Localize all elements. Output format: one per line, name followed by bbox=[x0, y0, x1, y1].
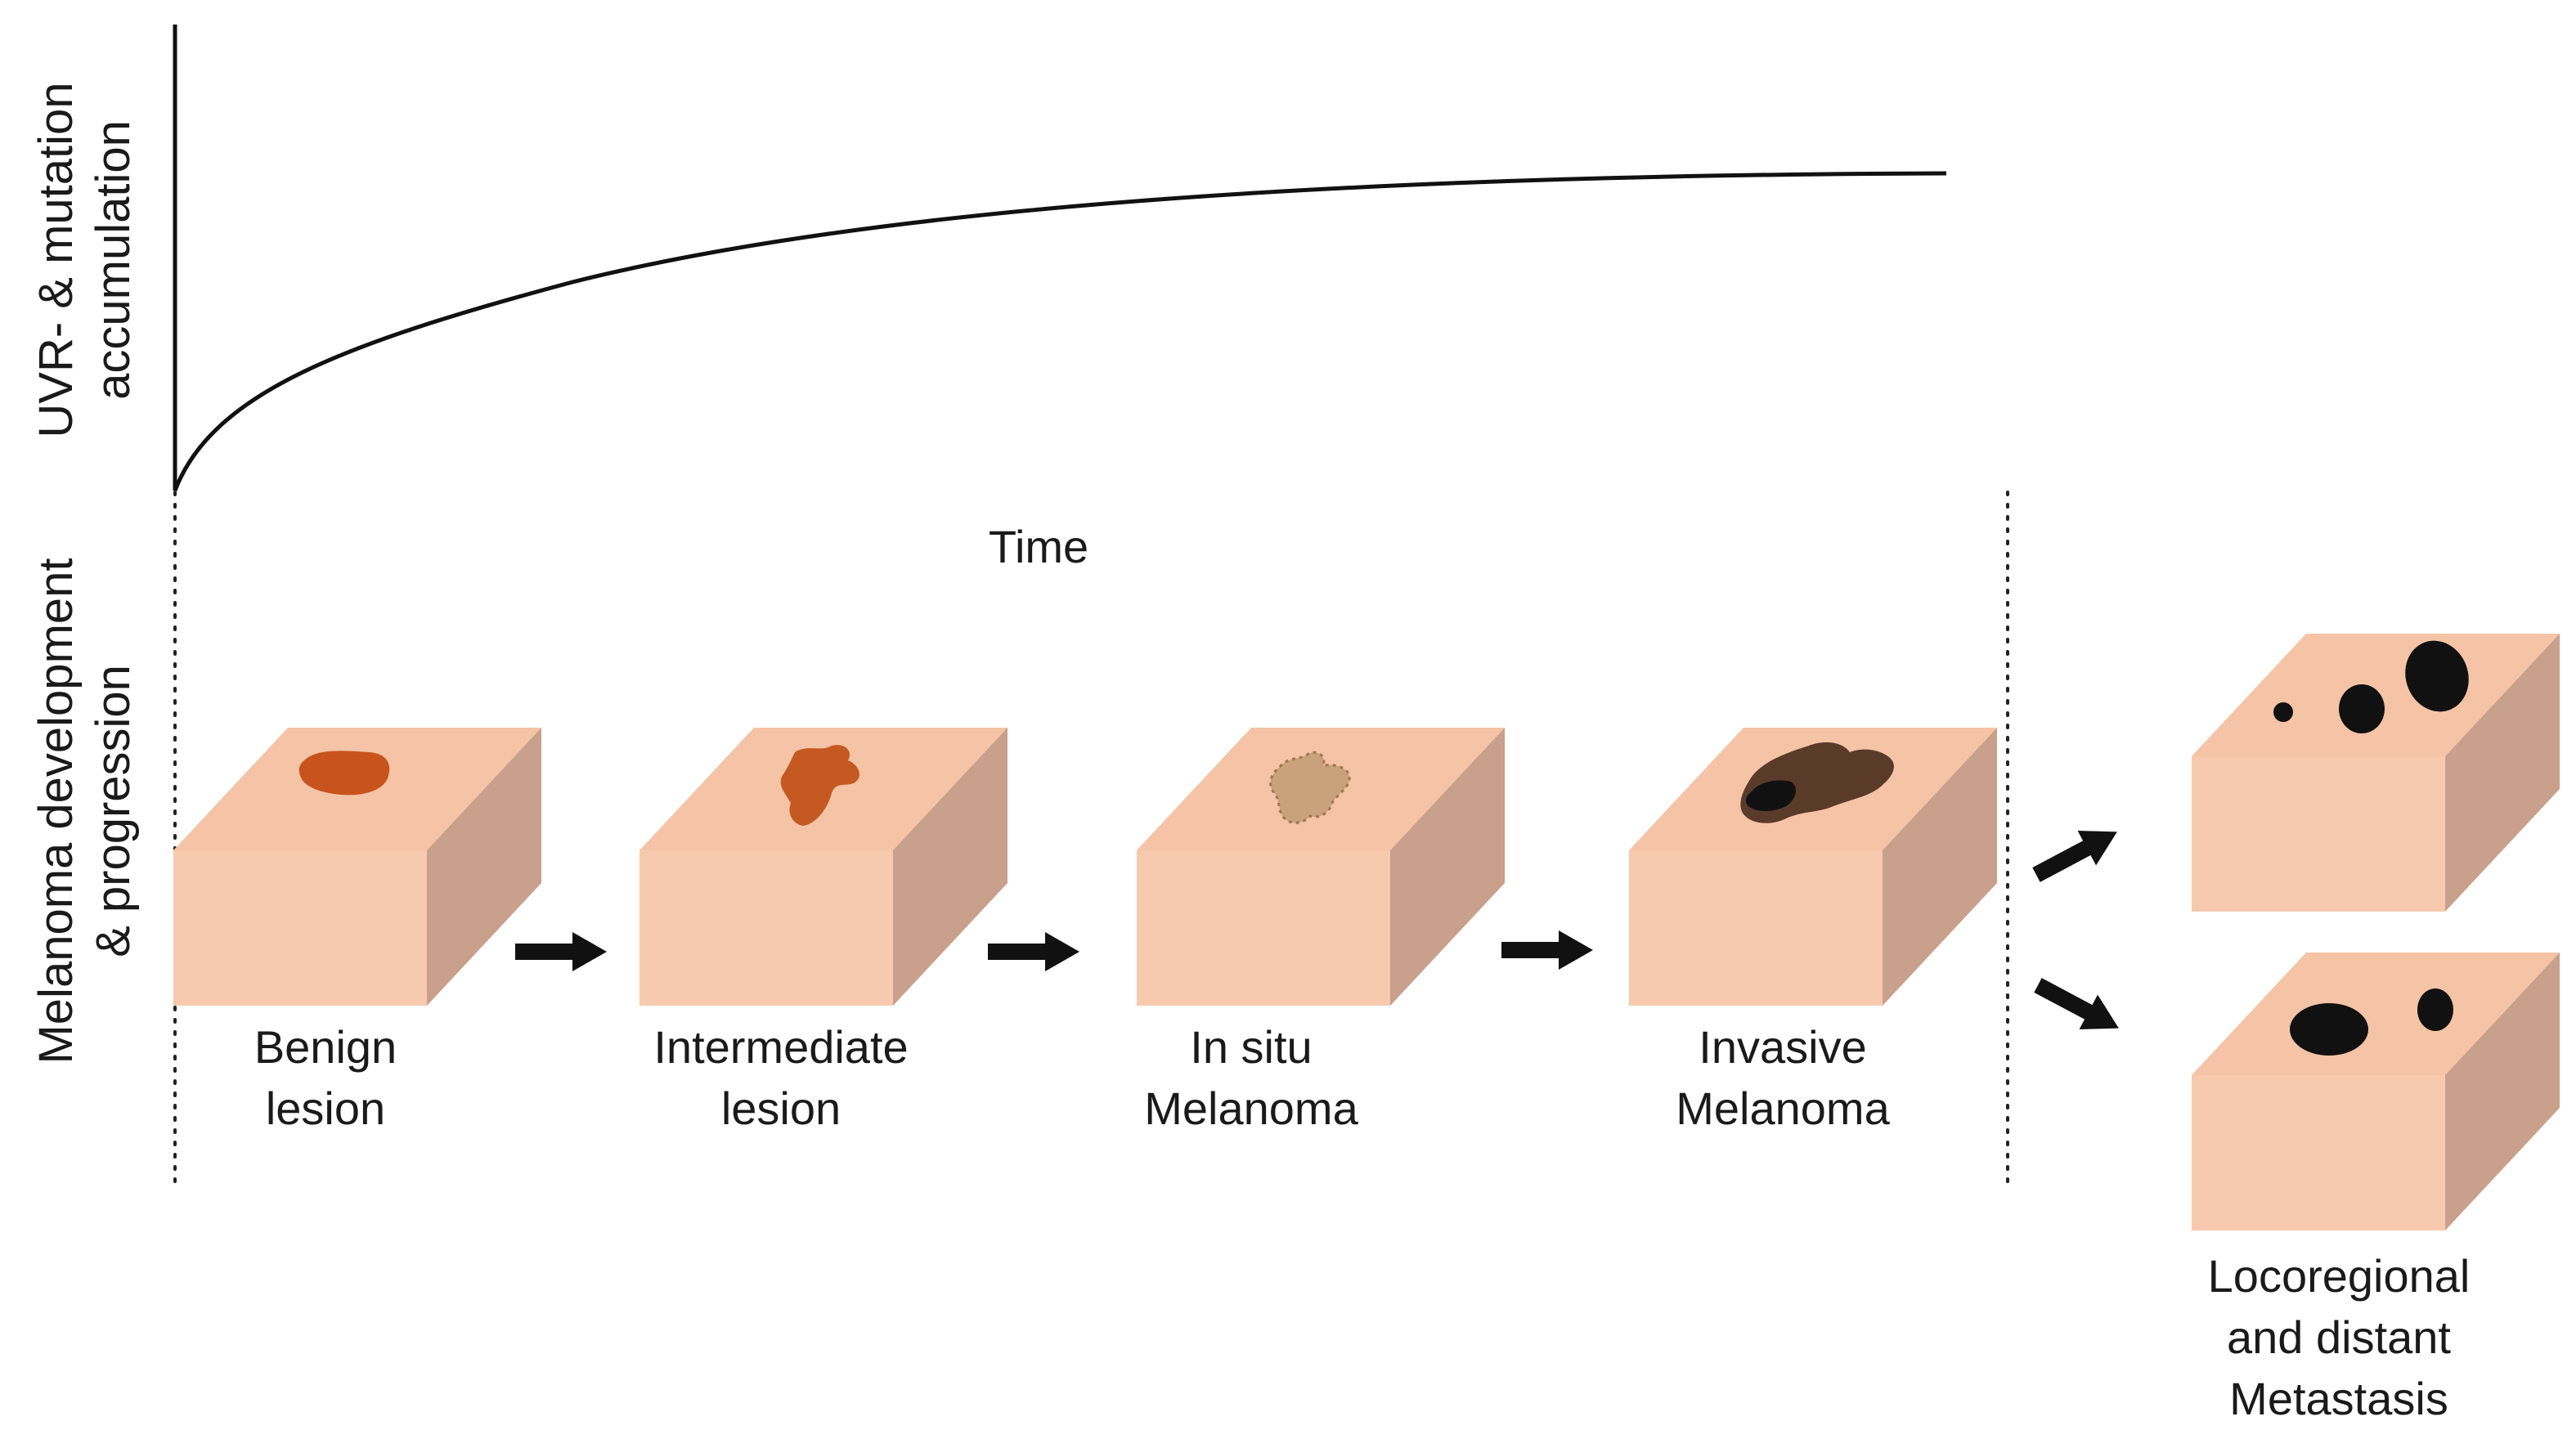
metastasis-spot bbox=[2273, 702, 2293, 722]
right-arrow-icon bbox=[988, 932, 1079, 971]
stage-label-invasive: Invasive Melanoma bbox=[1676, 1021, 1890, 1134]
in-situ-lesion bbox=[1269, 751, 1351, 824]
right-arrow-icon bbox=[2028, 967, 2129, 1046]
y-axis-upper-line1: UVR- & mutation bbox=[29, 82, 83, 437]
stage-label-line1: Intermediate bbox=[653, 1021, 908, 1073]
y-axis-lower-line1: Melanoma development bbox=[29, 558, 83, 1064]
stage-label-metastasis: Locoregional and distant Metastasis bbox=[2208, 1250, 2471, 1424]
y-axis-upper-label: UVR- & mutation accumulation bbox=[29, 82, 140, 437]
stage-label-line2: Melanoma bbox=[1144, 1083, 1358, 1134]
y-axis-lower-label: Melanoma development & progression bbox=[29, 558, 140, 1064]
metastasis-spot bbox=[2405, 640, 2469, 712]
skin-block-in-situ bbox=[1137, 728, 1505, 1006]
skin-block-invasive bbox=[1629, 728, 1997, 1006]
invasive-lesion-core bbox=[1745, 780, 1796, 811]
right-arrow-icon bbox=[1501, 930, 1593, 970]
stage-label-line1: Invasive bbox=[1699, 1021, 1866, 1073]
time-label: Time bbox=[989, 521, 1088, 572]
intermediate-lesion bbox=[780, 745, 859, 826]
accumulation-curve bbox=[173, 171, 1947, 491]
skin-block-benign bbox=[173, 728, 541, 1006]
right-arrow-icon bbox=[2026, 814, 2127, 893]
metastasis-label-line2: and distant bbox=[2227, 1311, 2451, 1363]
skin-block-metastasis-top bbox=[2192, 634, 2560, 912]
stage-label-line2: lesion bbox=[266, 1083, 385, 1134]
stage-label-in-situ: In situ Melanoma bbox=[1144, 1021, 1358, 1134]
metastasis-label-line3: Metastasis bbox=[2229, 1373, 2448, 1424]
stage-label-line2: lesion bbox=[721, 1083, 841, 1134]
metastasis-spot bbox=[2417, 988, 2453, 1031]
stage-label-intermediate: Intermediate lesion bbox=[653, 1021, 908, 1134]
metastasis-label-line1: Locoregional bbox=[2208, 1250, 2471, 1302]
stage-label-line1: In situ bbox=[1190, 1021, 1312, 1073]
stage-label-benign: Benign lesion bbox=[254, 1021, 397, 1134]
metastasis-spot bbox=[2290, 1003, 2368, 1056]
stage-label-line2: Melanoma bbox=[1676, 1083, 1890, 1134]
skin-block-intermediate bbox=[640, 728, 1008, 1006]
benign-lesion bbox=[298, 751, 390, 796]
right-arrow-icon bbox=[515, 932, 607, 971]
y-axis-lower-line2: & progression bbox=[87, 665, 140, 957]
stage-label-line1: Benign bbox=[254, 1021, 397, 1073]
skin-block-metastasis-bottom bbox=[2192, 953, 2560, 1231]
metastasis-spot bbox=[2339, 684, 2385, 733]
y-axis-upper-line2: accumulation bbox=[87, 120, 140, 400]
